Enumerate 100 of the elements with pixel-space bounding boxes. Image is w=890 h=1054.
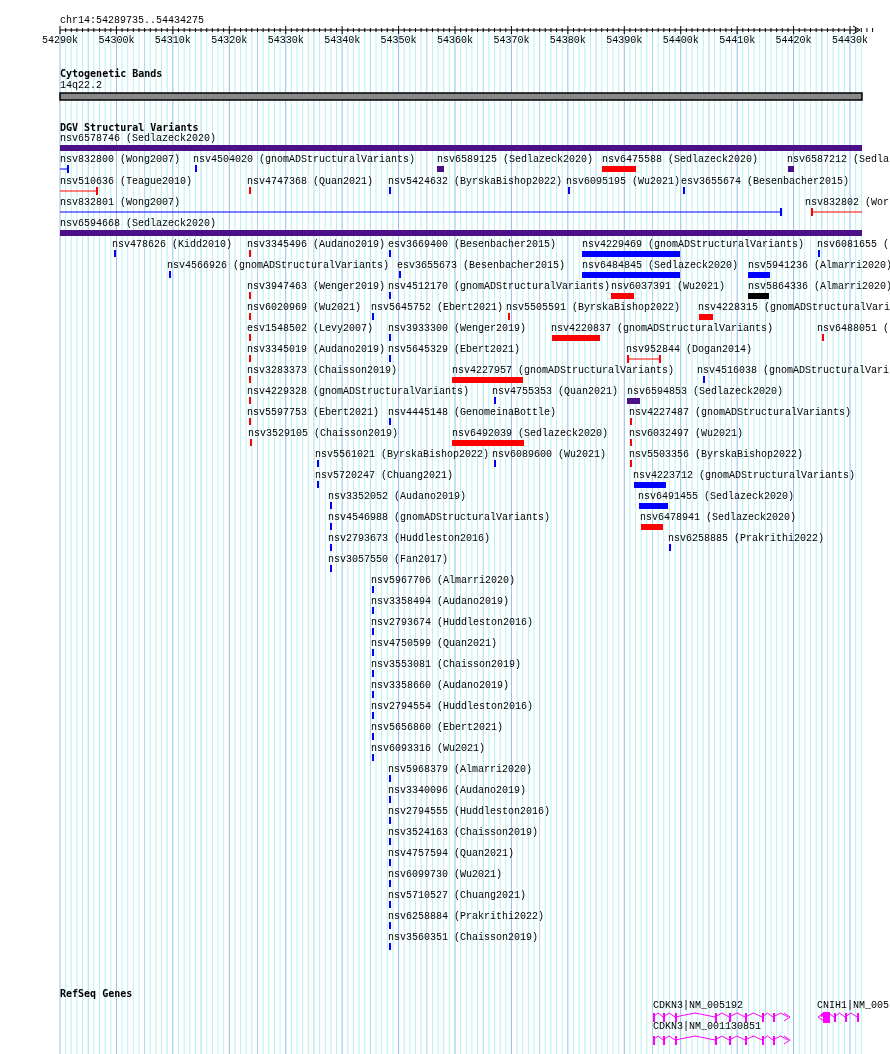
feature-label: nsv2793674 (Huddleston2016) (371, 617, 534, 628)
feature-label: nsv6037391 (Wu2021) (611, 281, 726, 292)
feature-label: nsv6491455 (Sedlazeck2020) (638, 491, 795, 502)
feature-label: nsv2794554 (Huddleston2016) (371, 701, 534, 712)
feature-label: nsv5561021 (ByrskaBishop2022) (315, 449, 490, 460)
feature-label: nsv6475588 (Sedlazeck2020) (602, 154, 759, 165)
feature-label: esv3655673 (Besenbacher2015) (397, 260, 566, 271)
feature-label: nsv4229328 (gnomADStructuralVariants) (247, 386, 470, 397)
feature-label: nsv3340096 (Audano2019) (388, 785, 527, 796)
feature-label: nsv3553081 (Chaisson2019) (371, 659, 522, 670)
tick-label: 54390k (606, 35, 643, 46)
feature-label: nsv5645752 (Ebert2021) (371, 302, 504, 313)
feature-label: CNIH1|NM_005 (817, 1000, 889, 1011)
feature-label: esv3669400 (Besenbacher2015) (388, 239, 557, 250)
feature-label: nsv6089600 (Wu2021) (492, 449, 607, 460)
feature-label: nsv6258885 (Prakrithi2022) (668, 533, 825, 544)
tick-label: 54290k (42, 35, 78, 46)
feature-label: nsv5710527 (Chuang2021) (388, 890, 527, 901)
feature-label: nsv3283373 (Chaisson2019) (247, 365, 398, 376)
feature-label: nsv4220837 (gnomADStructuralVariants) (551, 323, 774, 334)
tick-label: 54330k (267, 35, 304, 46)
feature-label: esv3655674 (Besenbacher2015) (681, 176, 850, 187)
feature-label: nsv6032497 (Wu2021) (629, 428, 744, 439)
feature-label: nsv6578746 (Sedlazeck2020) (60, 133, 217, 144)
track-title: Cytogenetic Bands (60, 68, 163, 79)
feature-label: nsv478626 (Kidd2010) (112, 239, 233, 250)
tick-label: 54300k (98, 35, 135, 46)
feature-label: nsv2794555 (Huddleston2016) (388, 806, 551, 817)
tick-label: 54310k (154, 35, 191, 46)
feature-label: nsv6081655 ( (817, 239, 889, 250)
feature-label: nsv4227957 (gnomADStructuralVariants) (452, 365, 675, 376)
feature-label: nsv6587212 (Sedla (787, 154, 890, 165)
tick-label: 54340k (324, 35, 361, 46)
feature-label: nsv5645329 (Ebert2021) (388, 344, 521, 355)
feature-label: CDKN3|NM_005192 (653, 1000, 743, 1011)
feature-label: nsv3345496 (Audano2019) (247, 239, 386, 250)
tick-label: 54320k (211, 35, 248, 46)
feature-label: nsv5503356 (ByrskaBishop2022) (629, 449, 804, 460)
feature-label: nsv5597753 (Ebert2021) (247, 407, 380, 418)
feature-label: nsv4445148 (GenomeinaBottle) (388, 407, 557, 418)
feature-label: nsv6095195 (Wu2021) (566, 176, 681, 187)
feature-label: nsv5967706 (Almarri2020) (371, 575, 516, 586)
tick-label: 54420k (775, 35, 812, 46)
feature-label: nsv832800 (Wong2007) (60, 154, 181, 165)
feature-label: nsv4755353 (Quan2021) (492, 386, 619, 397)
feature-label: nsv4504020 (gnomADStructuralVariants) (193, 154, 416, 165)
feature-label: nsv3560351 (Chaisson2019) (388, 932, 539, 943)
feature-label: nsv6492039 (Sedlazeck2020) (452, 428, 609, 439)
feature-label: nsv4566926 (gnomADStructuralVariants) (167, 260, 390, 271)
feature-label: nsv3352052 (Audano2019) (328, 491, 467, 502)
feature-label: nsv4750599 (Quan2021) (371, 638, 498, 649)
feature-label: nsv6488051 ( (817, 323, 889, 334)
tick-label: 54400k (662, 35, 699, 46)
region-label: chr14:54289735..54434275 (60, 15, 205, 26)
feature-label: nsv4228315 (gnomADStructuralVari (698, 302, 890, 313)
feature-label: nsv4546988 (gnomADStructuralVariants) (328, 512, 551, 523)
tick-label: 54410k (719, 35, 756, 46)
tick-label: 54370k (493, 35, 530, 46)
feature-label: nsv3358660 (Audano2019) (371, 680, 510, 691)
feature-label: nsv6020969 (Wu2021) (247, 302, 362, 313)
feature-label: nsv5656860 (Ebert2021) (371, 722, 504, 733)
feature-label: nsv3358494 (Audano2019) (371, 596, 510, 607)
track-title: RefSeq Genes (60, 988, 133, 999)
feature-label: nsv2793673 (Huddleston2016) (328, 533, 491, 544)
feature-label: nsv510636 (Teague2010) (60, 176, 193, 187)
feature-label: nsv6093316 (Wu2021) (371, 743, 486, 754)
feature-label: nsv6478941 (Sedlazeck2020) (640, 512, 797, 523)
feature-label: nsv3529105 (Chaisson2019) (248, 428, 399, 439)
feature-label: nsv5864336 (Almarri2020) (748, 281, 890, 292)
feature-label: nsv5720247 (Chuang2021) (315, 470, 454, 481)
feature-label: nsv6594668 (Sedlazeck2020) (60, 218, 217, 229)
feature-label: nsv5424632 (ByrskaBishop2022) (388, 176, 563, 187)
feature-label: nsv5941236 (Almarri2020) (748, 260, 890, 271)
feature-label: nsv4747368 (Quan2021) (247, 176, 374, 187)
feature-label: nsv6099730 (Wu2021) (388, 869, 503, 880)
feature-label: nsv6594853 (Sedlazeck2020) (627, 386, 784, 397)
region-label: 14q22.2 (60, 80, 102, 91)
feature-label: nsv3933300 (Wenger2019) (388, 323, 527, 334)
feature-label: nsv6484845 (Sedlazeck2020) (582, 260, 739, 271)
feature-label: CDKN3|NM_001130851 (653, 1021, 762, 1032)
feature-label: nsv4516038 (gnomADStructuralVari (697, 365, 890, 376)
feature-label: nsv4229469 (gnomADStructuralVariants) (582, 239, 805, 250)
feature-label: esv1548502 (Levy2007) (247, 323, 374, 334)
feature-label: nsv3345019 (Audano2019) (247, 344, 386, 355)
tick-label: 54360k (437, 35, 473, 46)
feature-label: nsv4227487 (gnomADStructuralVariants) (629, 407, 852, 418)
feature-label: nsv5505591 (ByrskaBishop2022) (506, 302, 681, 313)
feature-label: nsv6589125 (Sedlazeck2020) (437, 154, 594, 165)
feature-label: nsv4512170 (gnomADStructuralVariants) (388, 281, 611, 292)
tick-label: 54430k (832, 35, 868, 46)
feature-label: nsv832801 (Wong2007) (60, 197, 181, 208)
feature-label: nsv3057550 (Fan2017) (328, 554, 449, 565)
feature-label: nsv952844 (Dogan2014) (626, 344, 753, 355)
feature-label: nsv4757594 (Quan2021) (388, 848, 515, 859)
tick-label: 54350k (380, 35, 417, 46)
feature-label: nsv6258884 (Prakrithi2022) (388, 911, 545, 922)
track-title: DGV Structural Variants (60, 122, 199, 133)
feature-label: nsv4223712 (gnomADStructuralVariants) (633, 470, 856, 481)
feature-label: nsv3524163 (Chaisson2019) (388, 827, 539, 838)
tick-label: 54380k (549, 35, 586, 46)
